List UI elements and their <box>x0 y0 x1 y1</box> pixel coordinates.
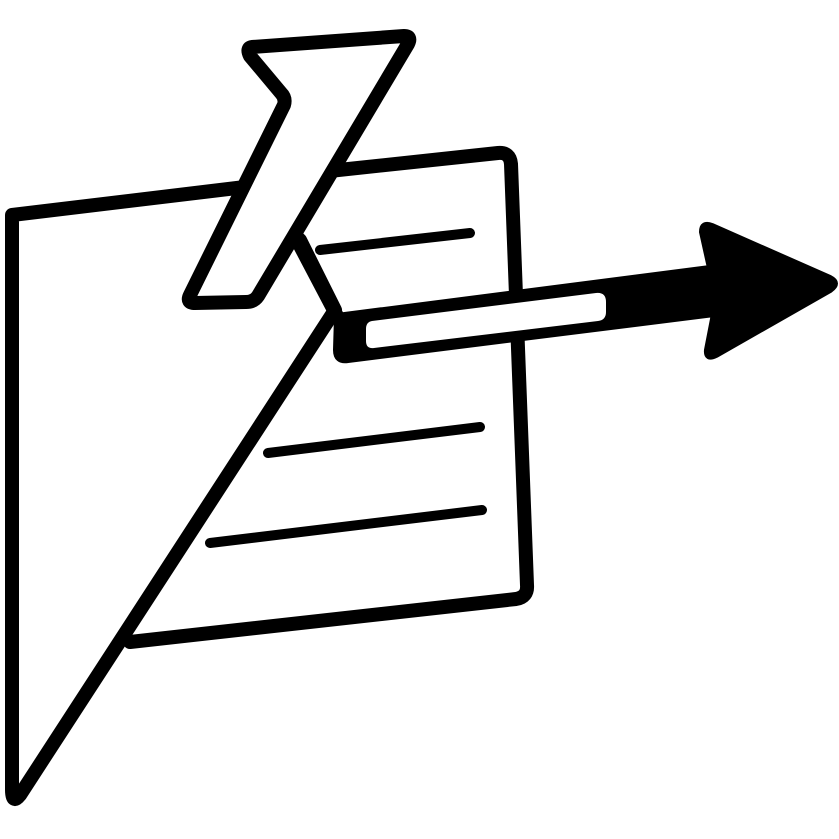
text-line-1 <box>315 228 475 255</box>
text-line-3 <box>205 505 487 548</box>
text-line-2 <box>263 422 485 458</box>
fold-line <box>289 231 344 323</box>
pin-clip <box>181 29 417 310</box>
arrow-shaft-highlight <box>366 292 606 349</box>
